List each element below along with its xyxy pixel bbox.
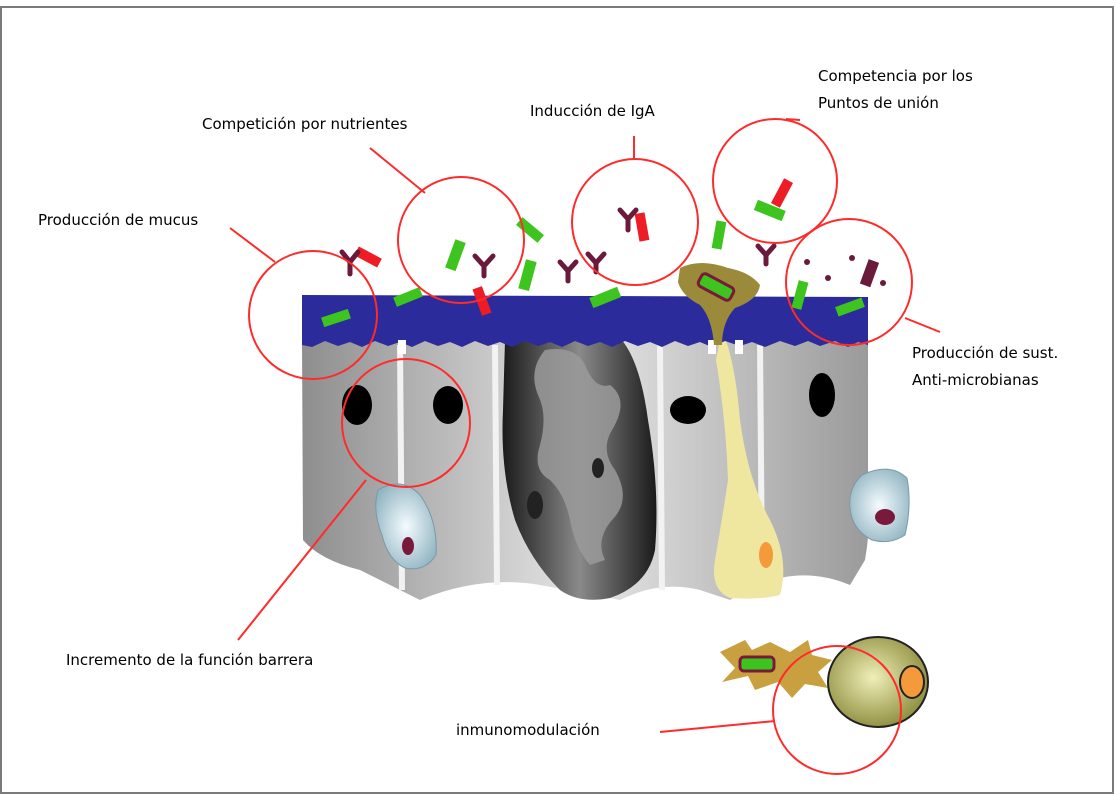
pathogen-dark — [860, 259, 879, 287]
nucleus — [670, 396, 706, 424]
label-binding-2: Puntos de unión — [818, 94, 939, 112]
circle-nutrients — [398, 177, 524, 303]
basal-cell-nucleus — [875, 509, 895, 525]
nucleus — [809, 373, 835, 417]
goblet-granule — [592, 458, 604, 478]
tight-junction-gap — [398, 340, 406, 354]
label-nutrients: Competición por nutrientes — [202, 115, 408, 133]
label-antimicrobial-2: Anti-microbianas — [912, 371, 1039, 389]
tight-junction-gap — [735, 340, 743, 354]
nucleus — [342, 385, 372, 425]
nucleus — [433, 386, 463, 424]
label-barrier: Incremento de la función barrera — [66, 651, 313, 669]
label-mucus: Producción de mucus — [38, 211, 198, 229]
goblet-granule — [527, 491, 543, 519]
label-iga: Inducción de IgA — [530, 102, 656, 120]
basal-cell-nucleus — [402, 537, 414, 555]
lymphocyte-nucleus — [900, 666, 924, 698]
label-binding-1: Competencia por los — [818, 67, 973, 85]
presented-antigen — [740, 657, 774, 671]
circle-iga — [572, 159, 698, 285]
m-cell-nucleus — [759, 542, 773, 568]
label-immuno: inmunomodulación — [456, 721, 600, 739]
label-antimicrobial-1: Producción de sust. — [912, 344, 1058, 362]
circle-binding — [713, 119, 837, 243]
mucus-layer — [302, 295, 868, 347]
